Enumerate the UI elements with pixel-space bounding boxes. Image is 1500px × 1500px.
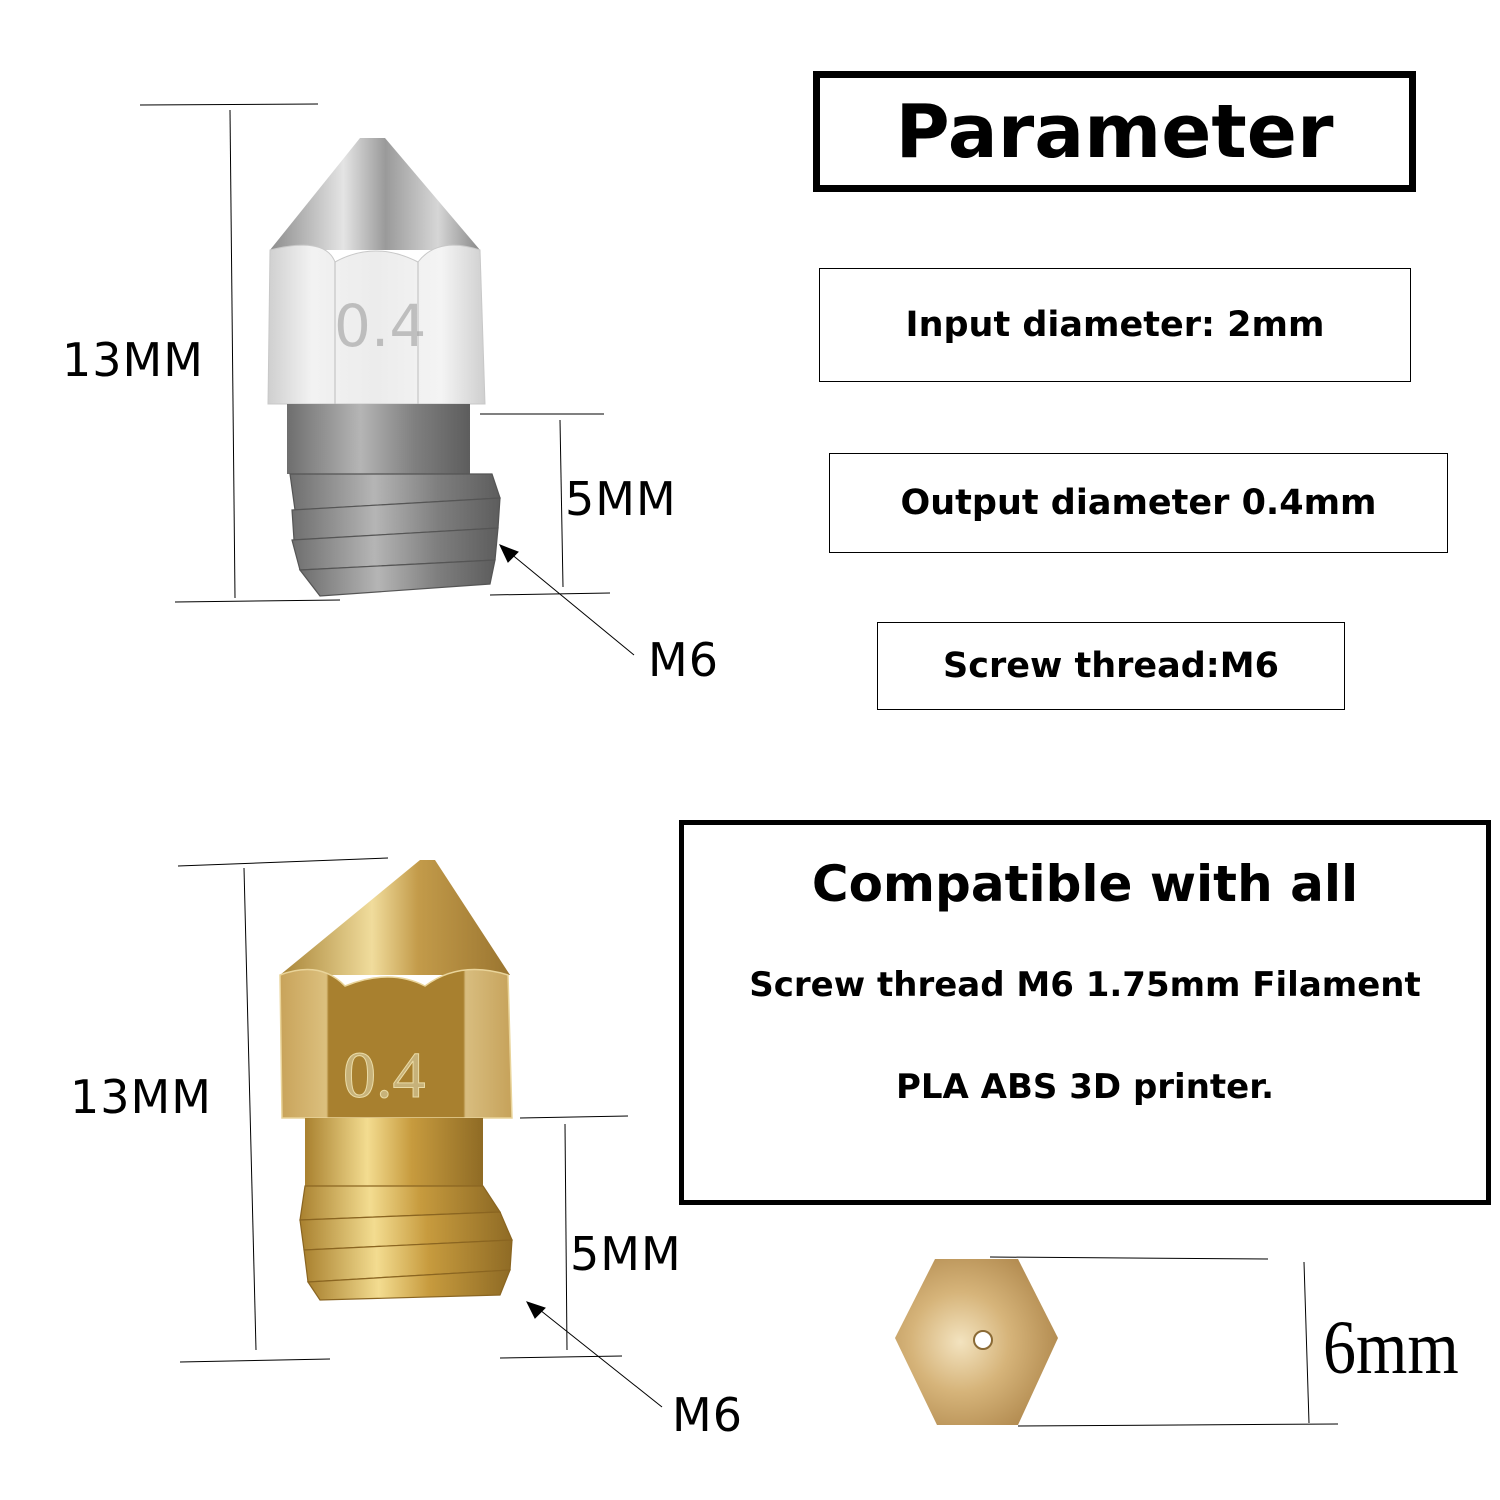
compatibility-panel: Compatible with all Screw thread M6 1.75… (679, 820, 1491, 1205)
compatibility-title: Compatible with all (811, 855, 1359, 913)
hex-width-label: 6mm (1323, 1306, 1459, 1391)
brass-thread-type-label: M6 (672, 1388, 743, 1442)
spec-input-diameter: Input diameter: 2mm (819, 268, 1411, 382)
compatibility-line-thread: Screw thread M6 1.75mm Filament (749, 965, 1421, 1005)
brass-thread-length-label: 5MM (570, 1227, 682, 1281)
steel-thread-type-label: M6 (648, 633, 719, 687)
spec-screw-thread: Screw thread:M6 (877, 622, 1345, 710)
brass-engraving: 0.4 (343, 1039, 426, 1113)
steel-total-length-label: 13MM (62, 333, 204, 387)
steel-engraving: 0.4 (334, 292, 427, 360)
brass-total-length-label: 13MM (70, 1070, 212, 1124)
compatibility-line-materials: PLA ABS 3D printer. (895, 1067, 1275, 1107)
steel-dimension-lines (139, 103, 635, 656)
steel-nozzle (267, 138, 501, 597)
hex-end-view (895, 1256, 1339, 1427)
spec-output-diameter: Output diameter 0.4mm (829, 453, 1448, 553)
steel-thread-length-label: 5MM (565, 472, 677, 526)
parameter-title: Parameter (813, 71, 1416, 192)
brass-nozzle (279, 860, 513, 1301)
brass-dimension-lines (177, 857, 663, 1408)
